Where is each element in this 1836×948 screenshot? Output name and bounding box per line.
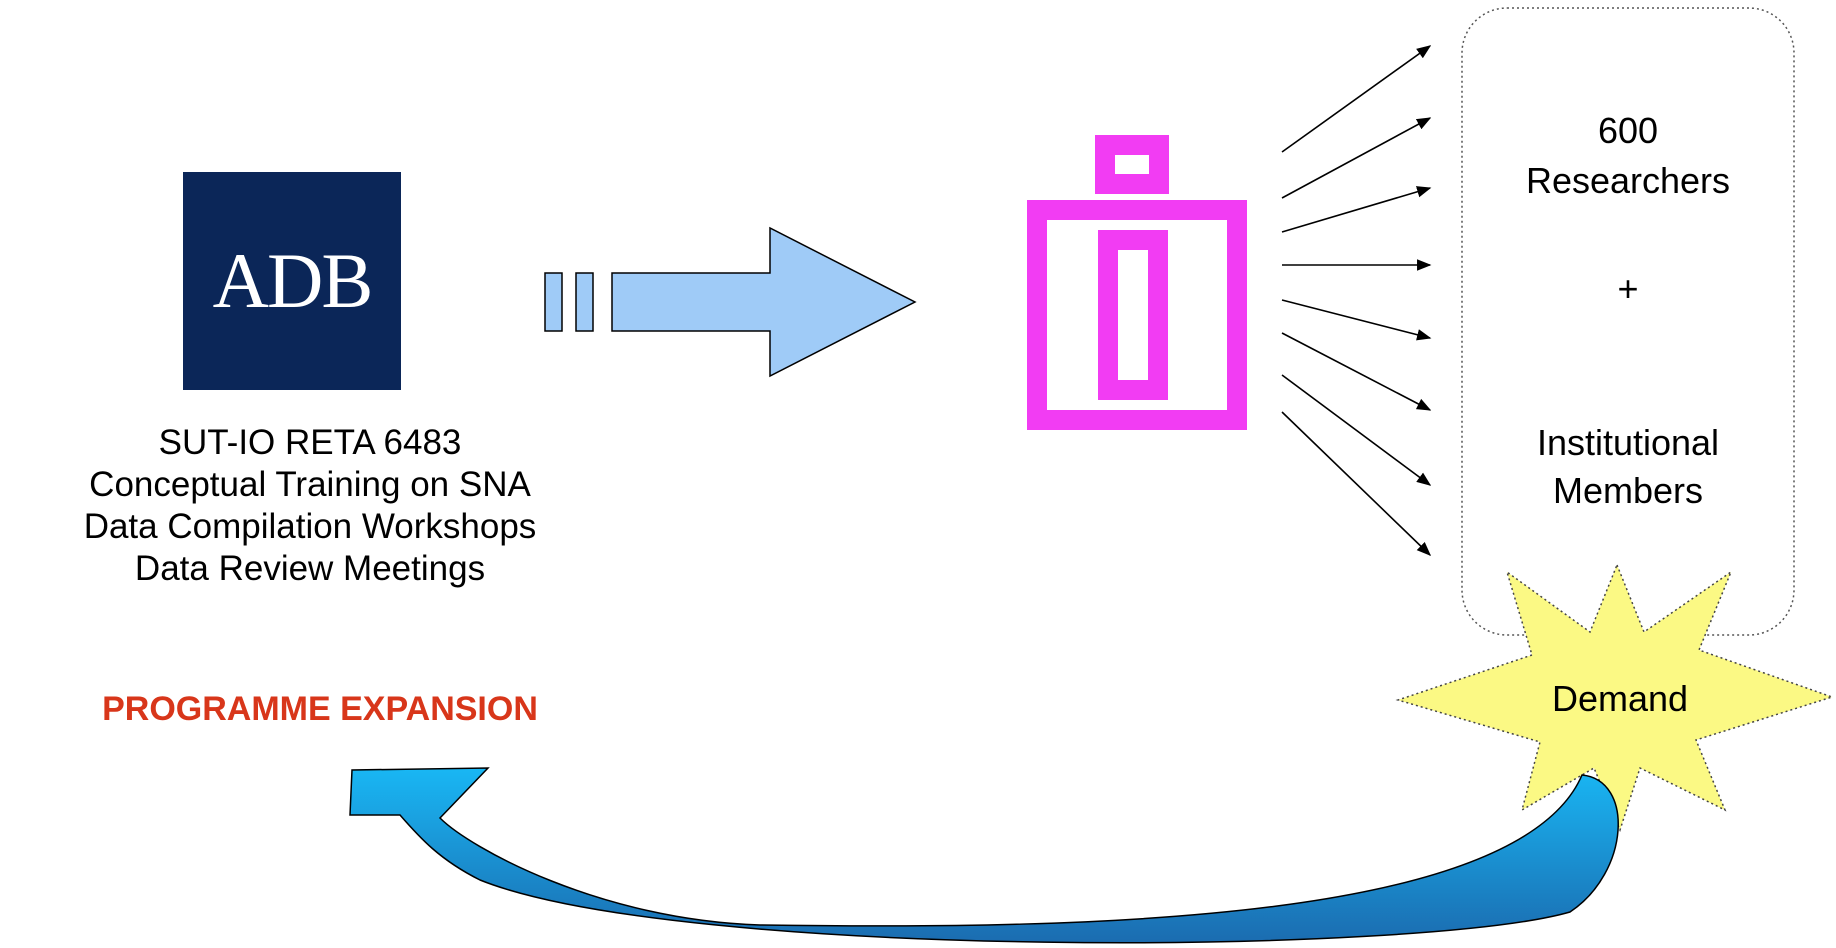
members-label: Members (1552, 470, 1704, 511)
distribution-arrow (1281, 117, 1432, 199)
adb-logo-text: ADB (212, 237, 374, 324)
info-icon (1027, 135, 1247, 430)
audience-box (1461, 7, 1795, 636)
programme-expansion-label: PROGRAMME EXPANSION (102, 690, 538, 728)
distribution-arrow (1281, 45, 1432, 153)
demand-label: Demand (1551, 678, 1689, 719)
arrow-dash-2 (575, 272, 594, 332)
adb-logo: ADB (183, 172, 401, 390)
feedback-arrow (349, 767, 1619, 944)
arrow-dash-1 (544, 272, 563, 332)
activity-item: Conceptual Training on SNA (89, 465, 531, 504)
demand-starburst (1395, 562, 1835, 833)
activity-item: Data Review Meetings (134, 549, 486, 588)
activity-item: SUT-IO RETA 6483 (158, 423, 462, 462)
researcher-count: 600 (1597, 110, 1659, 151)
flow-arrow (611, 226, 917, 378)
researchers-label: Researchers (1525, 160, 1731, 201)
distribution-arrow (1281, 332, 1432, 411)
institutional-label: Institutional (1536, 422, 1720, 463)
distribution-arrows (1281, 45, 1432, 557)
distribution-arrow (1281, 186, 1432, 233)
activities-list: SUT-IO RETA 6483 Conceptual Training on … (0, 422, 620, 590)
distribution-arrow (1281, 374, 1432, 486)
distribution-arrow (1281, 411, 1432, 557)
distribution-arrow (1281, 299, 1432, 341)
activity-item: Data Compilation Workshops (83, 507, 537, 546)
plus-sign: + (1617, 268, 1639, 309)
